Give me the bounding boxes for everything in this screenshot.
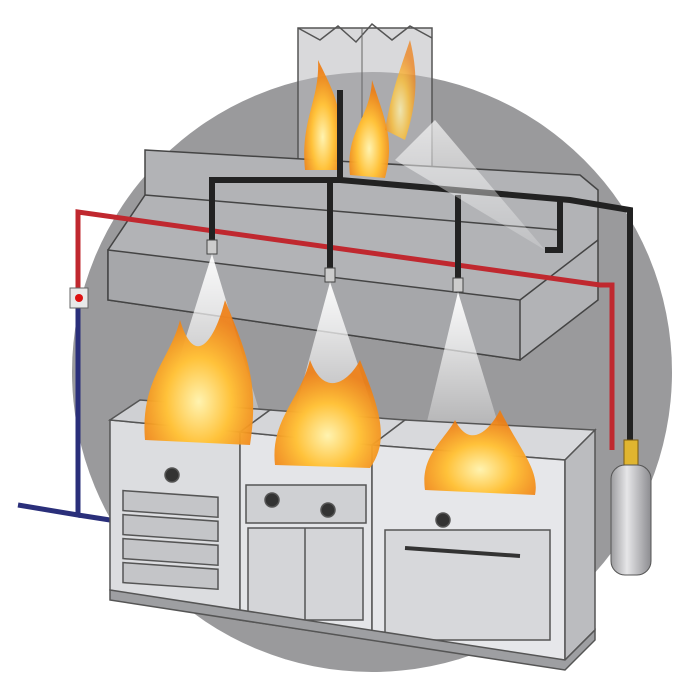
manual-pull-station[interactable] xyxy=(69,287,89,309)
agent-cylinder xyxy=(610,439,652,576)
supply-line xyxy=(17,300,111,523)
duct-fire xyxy=(304,40,416,178)
appliance-fire xyxy=(144,300,536,495)
detection-line xyxy=(75,209,615,450)
